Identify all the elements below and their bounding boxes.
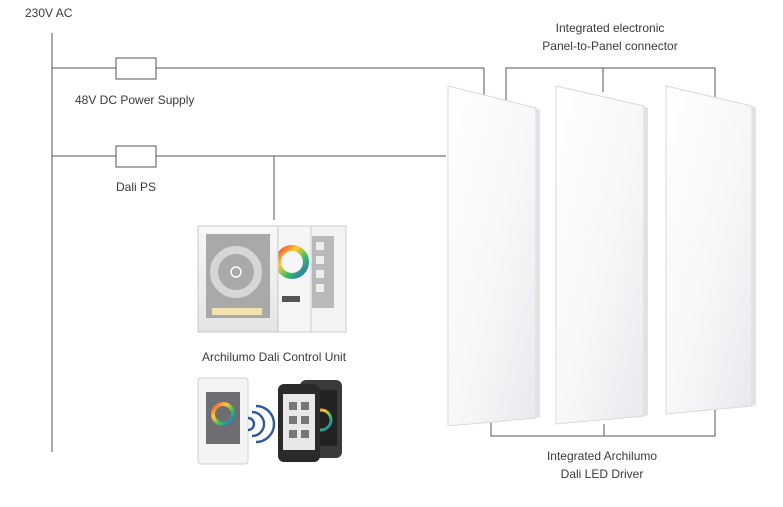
- wifi-signal-icon: [247, 404, 276, 444]
- wireless-devices-image: [197, 377, 342, 465]
- driver-label-line2: Dali LED Driver: [560, 467, 644, 481]
- led-panel-1: [447, 85, 540, 427]
- connector-label-line1: Integrated electronic: [555, 21, 665, 35]
- driver-bottom-2: [604, 408, 716, 437]
- dali-ps-label: Dali PS: [116, 180, 157, 194]
- connector-top-1: [505, 67, 604, 100]
- control-unit-label: Archilumo Dali Control Unit: [202, 350, 347, 364]
- led-panel-3: [665, 85, 756, 415]
- connector-label-line2: Panel-to-Panel connector: [542, 39, 678, 53]
- connector-top-2: [603, 67, 716, 100]
- led-panel-2: [555, 85, 648, 425]
- power-supply-label: 48V DC Power Supply: [75, 93, 195, 107]
- driver-label-line1: Integrated Archilumo: [546, 449, 658, 463]
- dali-ps-box: [115, 145, 157, 168]
- mains-label: 230V AC: [25, 6, 73, 20]
- control-unit-image: [197, 225, 347, 333]
- driver-bottom-1: [490, 418, 605, 437]
- power-supply-box: [115, 57, 157, 80]
